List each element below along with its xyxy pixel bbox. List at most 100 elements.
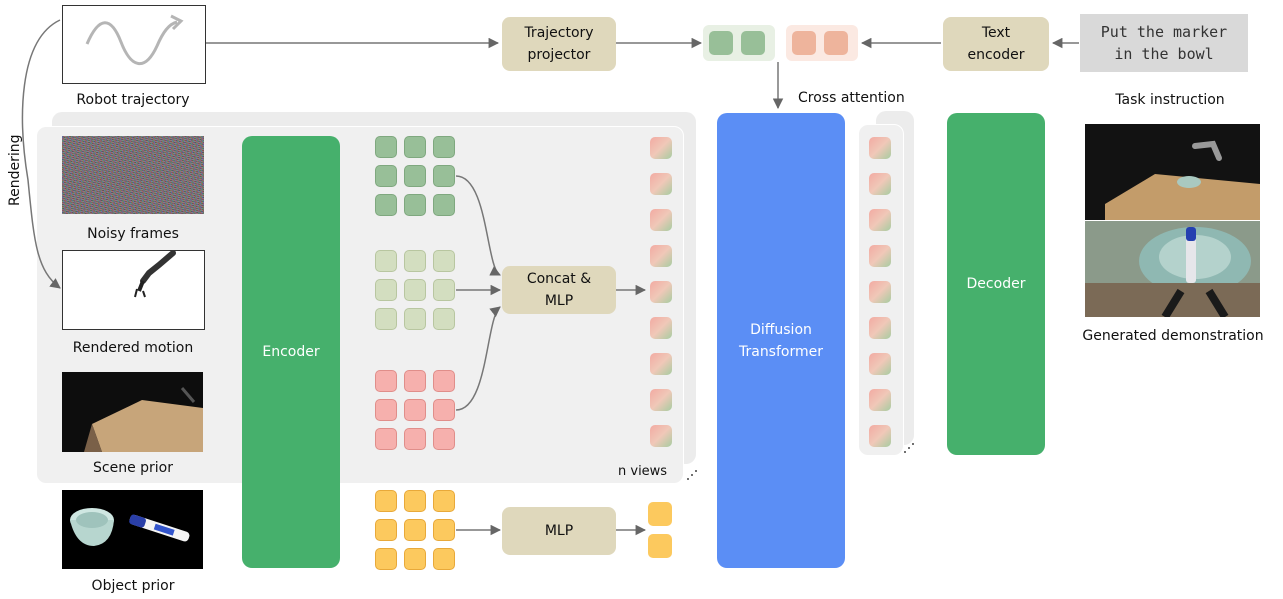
token-cell (404, 428, 426, 450)
token-cell (433, 490, 455, 512)
token-cell (404, 136, 426, 158)
instruction-box: Put the marker in the bowl (1080, 14, 1248, 72)
output-token (869, 317, 891, 339)
view-token-column (650, 137, 672, 447)
token-cell (375, 250, 397, 272)
trajectory-curve-icon (85, 14, 184, 66)
generated-frame-top (1085, 124, 1260, 220)
instruction-line1: Put the marker (1100, 23, 1228, 41)
concat-mlp-line1: Concat & (526, 271, 592, 287)
text-encoder-line2: encoder (967, 47, 1025, 63)
view-token (650, 281, 672, 303)
object-token-output-2 (648, 534, 672, 558)
output-token (869, 281, 891, 303)
token-cell (404, 548, 426, 570)
object-prior-label: Object prior (91, 578, 175, 594)
rendered-motion-image (62, 250, 205, 330)
token-cell (375, 548, 397, 570)
scene-table-icon (84, 387, 203, 452)
view-token (650, 245, 672, 267)
token-cell (375, 490, 397, 512)
output-token (869, 245, 891, 267)
token-cell (375, 136, 397, 158)
mlp-label: MLP (544, 523, 574, 539)
output-token (869, 353, 891, 375)
output-token (869, 137, 891, 159)
token-cell (404, 308, 426, 330)
text-encoder-block: Text encoder (943, 17, 1049, 71)
view-token (650, 209, 672, 231)
diffusion-transformer-block: Diffusion Transformer (717, 113, 845, 568)
text-token (792, 31, 816, 55)
view-token (650, 137, 672, 159)
trajectory-projector-block: Trajectory projector (502, 17, 616, 71)
token-cell (404, 519, 426, 541)
n-views-label: n views (618, 464, 668, 479)
token-grid-scene (375, 370, 457, 450)
token-cell (375, 194, 397, 216)
generated-closeup-icon (1085, 227, 1260, 317)
token-cell (433, 399, 455, 421)
token-cell (375, 279, 397, 301)
token-cell (433, 194, 455, 216)
robot-trajectory-image (62, 5, 206, 84)
token-grid-noisy (375, 136, 457, 216)
output-token-column (869, 137, 891, 447)
text-encoder-line1: Text (981, 25, 1011, 41)
rendering-label: Rendering (7, 134, 23, 207)
token-cell (433, 308, 455, 330)
token-cell (433, 519, 455, 541)
noisy-frames-label: Noisy frames (87, 226, 179, 242)
view-token (650, 389, 672, 411)
output-token (869, 209, 891, 231)
trajectory-projector-line1: Trajectory (524, 25, 594, 41)
token-cell (404, 490, 426, 512)
rendered-motion-label: Rendered motion (72, 340, 194, 356)
bowl-and-marker-icon (70, 508, 190, 546)
mlp-block: MLP (502, 507, 616, 555)
object-token-output-1 (648, 502, 672, 526)
diffusion-transformer-line2: Transformer (738, 343, 823, 360)
token-cell (375, 519, 397, 541)
object-prior-image (62, 490, 203, 569)
token-cell (404, 370, 426, 392)
scene-prior-label: Scene prior (93, 460, 173, 476)
diffusion-transformer-line1: Diffusion (750, 321, 812, 338)
concat-mlp-block: Concat & MLP (502, 266, 616, 314)
scene-prior-image (62, 372, 203, 452)
decoder-label: Decoder (966, 276, 1026, 292)
generated-demonstration-label: Generated demonstration (1082, 328, 1264, 344)
token-cell (433, 370, 455, 392)
token-cell (433, 548, 455, 570)
generated-scene-icon (1105, 140, 1260, 220)
task-instruction-label: Task instruction (1115, 92, 1225, 108)
encoder-block: Encoder (242, 136, 340, 568)
cross-attention-label: Cross attention (798, 90, 905, 106)
view-token (650, 317, 672, 339)
token-cell (404, 165, 426, 187)
token-cell (375, 165, 397, 187)
token-cell (433, 428, 455, 450)
token-cell (433, 165, 455, 187)
trajectory-token-group (703, 25, 775, 61)
token-cell (404, 194, 426, 216)
trajectory-token (741, 31, 765, 55)
encoder-label: Encoder (262, 344, 320, 360)
concat-mlp-line2: MLP (544, 293, 574, 309)
token-cell (375, 399, 397, 421)
token-cell (375, 428, 397, 450)
token-cell (433, 136, 455, 158)
token-cell (375, 370, 397, 392)
token-cell (375, 308, 397, 330)
view-token (650, 173, 672, 195)
view-token (650, 353, 672, 375)
token-cell (404, 279, 426, 301)
view-token (650, 425, 672, 447)
token-cell (404, 399, 426, 421)
output-token (869, 425, 891, 447)
instruction-line2: in the bowl (1114, 45, 1214, 63)
token-cell (404, 250, 426, 272)
text-token-group (786, 25, 858, 61)
token-grid-object (375, 490, 457, 570)
